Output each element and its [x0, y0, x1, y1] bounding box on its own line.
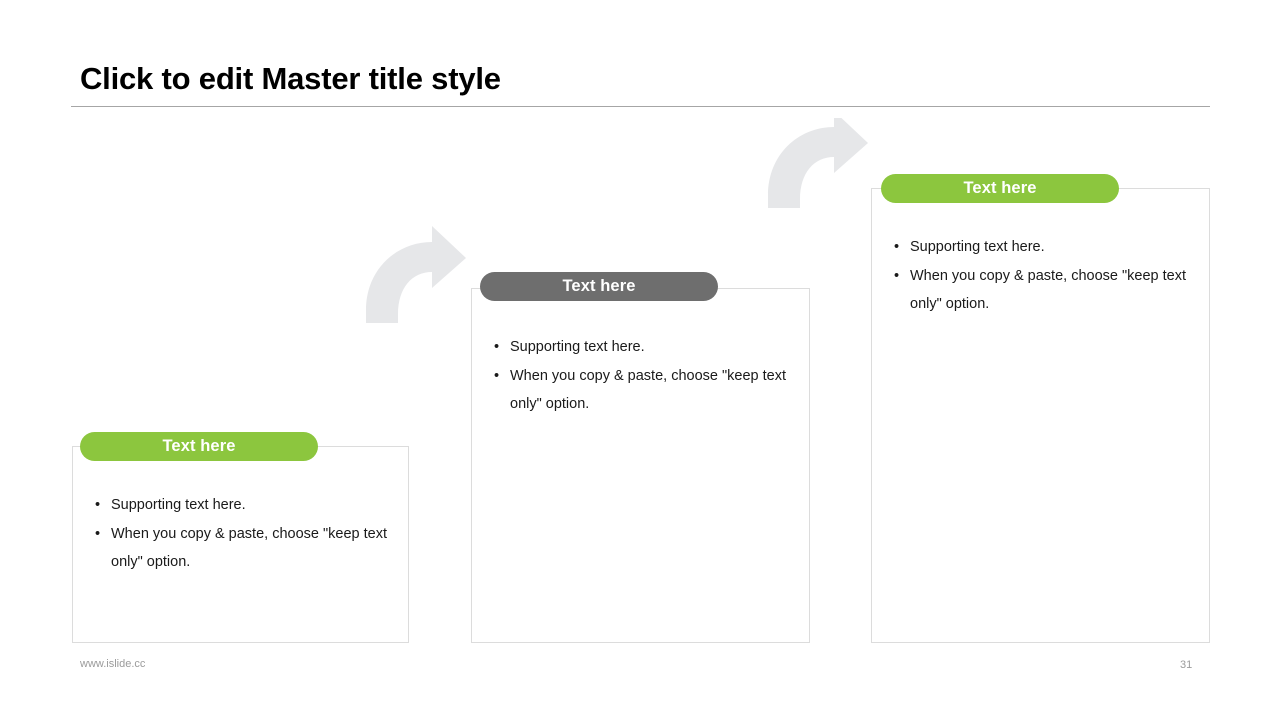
- card-label-badge[interactable]: Text here: [881, 174, 1119, 203]
- list-item-text: When you copy & paste, choose "keep text…: [510, 367, 786, 413]
- bullet-icon: •: [494, 339, 500, 355]
- bullet-icon: •: [894, 267, 900, 284]
- list-item: • When you copy & paste, choose "keep te…: [95, 520, 394, 577]
- curved-arrow-2: [768, 118, 868, 208]
- bullet-icon: •: [894, 239, 900, 255]
- card-label-badge[interactable]: Text here: [480, 272, 718, 301]
- info-card[interactable]: • Supporting text here. • When you copy …: [871, 188, 1210, 643]
- list-item: • Supporting text here.: [894, 233, 1195, 262]
- bullet-icon: •: [494, 367, 500, 384]
- card-label-text: Text here: [562, 277, 636, 295]
- card-body: • Supporting text here. • When you copy …: [494, 333, 795, 419]
- card-label-badge[interactable]: Text here: [80, 432, 318, 461]
- list-item-text: Supporting text here.: [510, 339, 645, 355]
- info-card[interactable]: • Supporting text here. • When you copy …: [471, 288, 810, 643]
- bullet-icon: •: [95, 497, 101, 513]
- list-item: • Supporting text here.: [95, 491, 394, 520]
- card-body: • Supporting text here. • When you copy …: [95, 491, 394, 577]
- list-item-text: Supporting text here.: [111, 497, 246, 513]
- curved-arrow-1: [366, 226, 466, 323]
- page-title[interactable]: Click to edit Master title style: [80, 61, 501, 96]
- card-body: • Supporting text here. • When you copy …: [894, 233, 1195, 319]
- info-card[interactable]: • Supporting text here. • When you copy …: [72, 446, 409, 643]
- card-label-text: Text here: [162, 437, 236, 455]
- bullet-icon: •: [95, 525, 101, 542]
- list-item: • When you copy & paste, choose "keep te…: [494, 362, 795, 419]
- footer-url[interactable]: www.islide.cc: [80, 658, 146, 670]
- title-divider: [71, 106, 1210, 107]
- page-number: 31: [1180, 659, 1193, 671]
- list-item: • Supporting text here.: [494, 333, 795, 362]
- list-item: • When you copy & paste, choose "keep te…: [894, 262, 1195, 319]
- list-item-text: When you copy & paste, choose "keep text…: [111, 525, 387, 571]
- card-label-text: Text here: [963, 179, 1037, 197]
- list-item-text: When you copy & paste, choose "keep text…: [910, 267, 1186, 313]
- list-item-text: Supporting text here.: [910, 239, 1045, 255]
